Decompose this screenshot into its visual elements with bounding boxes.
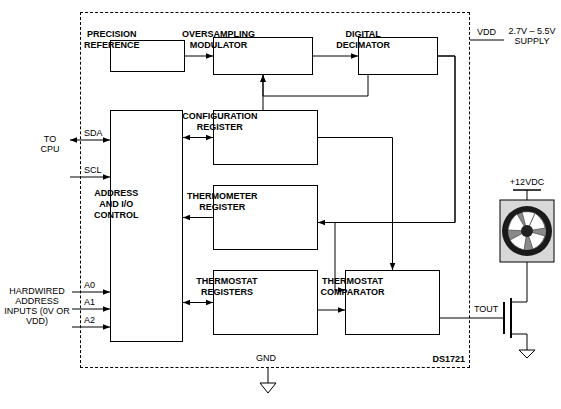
register-box: THERMOMETER REGISTER — [213, 185, 318, 250]
pin-name: A0 — [84, 280, 108, 290]
signal-note: HARDWIRED ADDRESS INPUTS (0V OR VDD) — [4, 286, 70, 326]
block-box: DIGITAL DECIMATOR — [358, 37, 438, 75]
pin-name: GND — [256, 353, 282, 363]
signal-connector — [313, 56, 358, 57]
signal-connector — [335, 56, 455, 290]
register-box: THERMOSTAT REGISTERS — [213, 270, 318, 335]
pin-name: A1 — [84, 297, 108, 307]
pin-name: TOUT — [474, 304, 502, 314]
block-box: THERMOSTAT COMPARATOR — [345, 270, 440, 335]
block-label: THERMOSTAT REGISTERS — [192, 274, 261, 300]
signal-connector — [318, 310, 345, 311]
block-label: PRECISION REFERENCE — [80, 27, 144, 53]
mosfet-channel — [510, 298, 512, 338]
mosfet-drain — [511, 262, 527, 302]
pin-name: SDA — [84, 128, 108, 138]
tout-wire — [440, 318, 504, 319]
fan-illustration — [500, 200, 554, 262]
signal-connector — [318, 56, 455, 223]
pin-name: SCL — [84, 165, 108, 175]
signal-connector — [183, 217, 213, 218]
signal-connector — [318, 138, 393, 271]
block-box: PRECISION REFERENCE — [110, 40, 185, 72]
mosfet-source — [511, 334, 527, 350]
block-label: CONFIGURATION REGISTER — [178, 109, 261, 135]
mosfet-gate — [503, 302, 505, 334]
supply-note: 2.7V – 5.5V SUPPLY — [505, 26, 559, 46]
block-label: THERMOSTAT COMPARATOR — [317, 274, 389, 300]
signal-connector — [263, 75, 368, 96]
pin-name: A2 — [84, 315, 108, 325]
ground-symbol — [260, 383, 276, 393]
block-label: THERMOMETER REGISTER — [183, 189, 262, 215]
register-box: CONFIGURATION REGISTER — [213, 110, 318, 165]
signal-connector — [183, 137, 213, 138]
block-box: ADDRESS AND I/O CONTROL — [110, 110, 183, 342]
block-box: OVERSAMPLING MODULATOR — [213, 37, 313, 75]
a2-wire — [72, 327, 110, 328]
scl-wire — [70, 177, 110, 178]
signal-connector — [185, 56, 213, 57]
supply-note: +12VDC — [503, 177, 551, 187]
signal-note: TO CPU — [34, 134, 66, 154]
gnd-wire — [268, 368, 269, 383]
chip-outline: DS1721PRECISION REFERENCEOVERSAMPLING MO… — [80, 12, 470, 368]
pin-name: VDD — [477, 27, 503, 37]
block-label: OVERSAMPLING MODULATOR — [178, 27, 259, 53]
part-number: DS1721 — [432, 354, 465, 364]
vdd-wire — [470, 40, 504, 41]
block-label: DIGITAL DECIMATOR — [332, 27, 394, 53]
signal-connector — [183, 302, 213, 303]
sda-wire — [70, 140, 110, 141]
a1-wire — [72, 309, 110, 310]
a0-wire — [72, 292, 110, 293]
ground-symbol — [519, 350, 535, 358]
block-label: ADDRESS AND I/O CONTROL — [90, 186, 142, 223]
supply-wire — [527, 190, 528, 200]
